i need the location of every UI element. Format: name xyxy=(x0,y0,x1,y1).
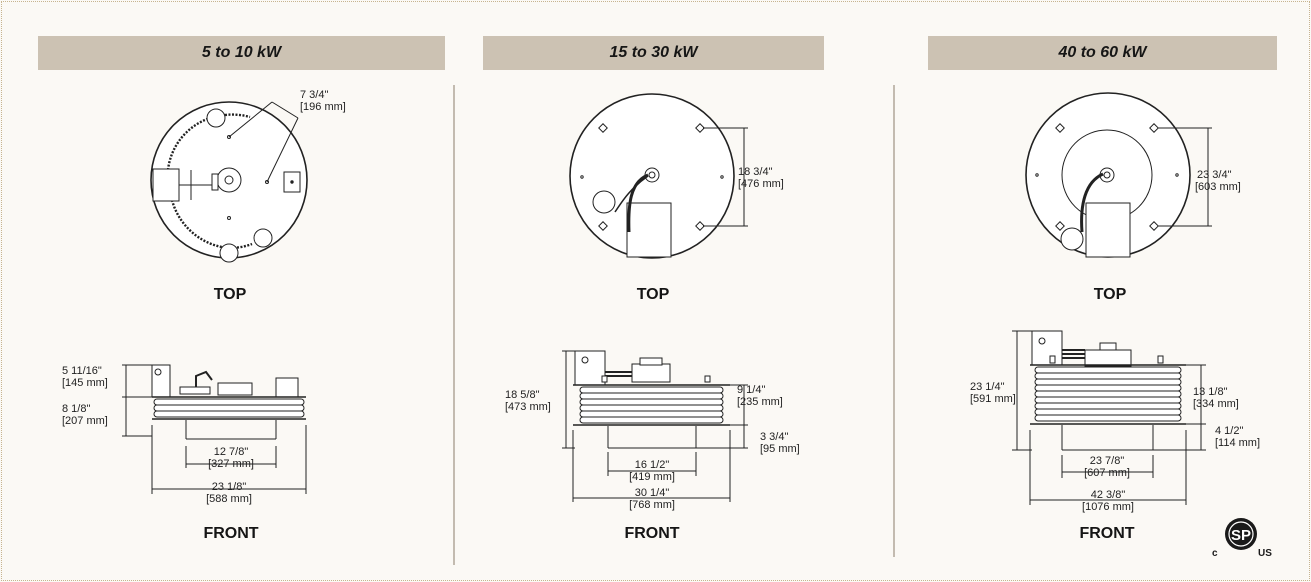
dim-front-15-30-b-imperial: 9 1/4" xyxy=(737,384,765,396)
header-5-10kw: 5 to 10 kW xyxy=(38,36,445,70)
dim-front-15-30-c-imperial: 3 3/4" xyxy=(760,431,788,443)
dim-front-40-60-b-imperial: 13 1/8" xyxy=(1193,386,1228,398)
dim-front-40-60-d-metric: [607 mm] xyxy=(1084,467,1130,479)
dim-top-15-30-imperial: 18 3/4" xyxy=(738,166,773,178)
dim-front-40-60-e-imperial: 42 3/8" xyxy=(1091,489,1126,501)
csa-mark-text: SP xyxy=(1231,527,1251,544)
top-view-40-60kw: 23 3/4" [603 mm] xyxy=(1025,92,1241,258)
column-divider xyxy=(453,85,455,565)
dim-top-15-30-metric: [476 mm] xyxy=(738,178,784,190)
dim-front-40-60-b-metric: [334 mm] xyxy=(1193,398,1239,410)
top-label-15-30kw: TOP xyxy=(636,286,670,303)
dim-front-5-10-a-metric: [145 mm] xyxy=(62,377,108,389)
front-view-40-60kw: 23 1/4" [591 mm] 13 1/8" [334 mm] 4 1/2"… xyxy=(970,330,1260,513)
dim-front-40-60-e-metric: [1076 mm] xyxy=(1082,501,1134,513)
front-view-15-30kw: 18 5/8" [473 mm] 9 1/4" [235 mm] 3 3/4" … xyxy=(505,350,800,511)
front-view-5-10kw: 5 11/16" [145 mm] 8 1/8" [207 mm] 12 7/8… xyxy=(62,364,307,505)
dim-front-15-30-e-imperial: 30 1/4" xyxy=(635,487,670,499)
dim-front-15-30-d-metric: [419 mm] xyxy=(629,471,675,483)
header-40-60kw: 40 to 60 kW xyxy=(928,36,1277,70)
top-label-40-60kw: TOP xyxy=(1093,286,1127,303)
csa-certification-logo: SP c US xyxy=(1212,518,1272,559)
dim-front-5-10-a-imperial: 5 11/16" xyxy=(62,365,102,377)
dim-front-5-10-d-imperial: 23 1/8" xyxy=(212,481,247,493)
dim-front-5-10-b-imperial: 8 1/8" xyxy=(62,403,90,415)
dim-front-15-30-d-imperial: 16 1/2" xyxy=(635,459,670,471)
dim-front-40-60-a-imperial: 23 1/4" xyxy=(970,381,1005,393)
dim-front-15-30-c-metric: [95 mm] xyxy=(760,443,800,455)
dim-front-5-10-c-imperial: 12 7/8" xyxy=(214,446,249,458)
dim-top-40-60-metric: [603 mm] xyxy=(1195,181,1241,193)
front-label-5-10kw: FRONT xyxy=(203,525,259,542)
csa-us-text: US xyxy=(1258,548,1272,559)
dim-front-40-60-d-imperial: 23 7/8" xyxy=(1090,455,1125,467)
top-label-5-10kw: TOP xyxy=(213,286,247,303)
dim-front-5-10-d-metric: [588 mm] xyxy=(206,493,252,505)
dim-front-15-30-a-metric: [473 mm] xyxy=(505,401,551,413)
front-label-15-30kw: FRONT xyxy=(624,525,680,542)
dim-front-40-60-a-metric: [591 mm] xyxy=(970,393,1016,405)
top-view-15-30kw: 18 3/4" [476 mm] xyxy=(569,93,784,259)
dim-front-5-10-b-metric: [207 mm] xyxy=(62,415,108,427)
csa-c-text: c xyxy=(1212,548,1218,559)
header-15-30kw: 15 to 30 kW xyxy=(483,36,824,70)
dim-top-5-10-metric: [196 mm] xyxy=(300,101,346,113)
top-view-5-10kw: 7 3/4" [196 mm] xyxy=(150,89,346,263)
dim-front-15-30-a-imperial: 18 5/8" xyxy=(505,389,540,401)
dim-front-5-10-c-metric: [327 mm] xyxy=(208,458,254,470)
dim-front-40-60-c-imperial: 4 1/2" xyxy=(1215,425,1243,437)
dim-top-40-60-imperial: 23 3/4" xyxy=(1197,169,1232,181)
column-divider xyxy=(893,85,895,557)
dim-front-15-30-e-metric: [768 mm] xyxy=(629,499,675,511)
dim-front-15-30-b-metric: [235 mm] xyxy=(737,396,783,408)
dim-top-5-10-imperial: 7 3/4" xyxy=(300,89,328,101)
dim-front-40-60-c-metric: [114 mm] xyxy=(1215,437,1260,449)
front-label-40-60kw: FRONT xyxy=(1079,525,1135,542)
